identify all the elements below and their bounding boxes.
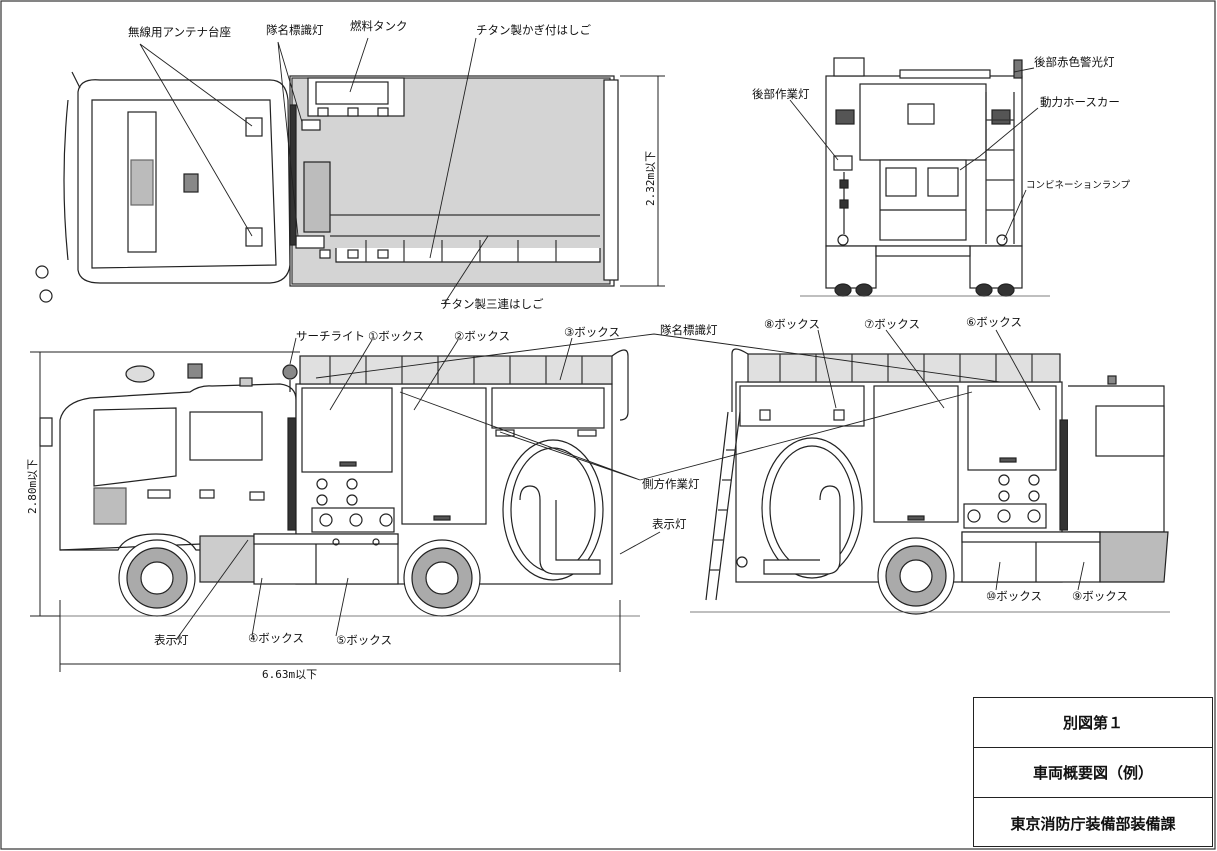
label-rear-red-light: 後部赤色警光灯 (1034, 55, 1115, 69)
dim-width: 2.32m以下 (644, 151, 657, 206)
label-indicator-light-left: 表示灯 (154, 633, 189, 647)
label-box9: ⑨ボックス (1072, 589, 1128, 603)
label-power-hose-car: 動力ホースカー (1040, 95, 1120, 109)
figure-title: 車両概要図（例） (974, 748, 1212, 798)
label-fuel-tank: 燃料タンク (350, 19, 408, 33)
label-box3: ③ボックス (564, 325, 620, 339)
label-box2: ②ボックス (454, 329, 510, 343)
label-indicator-light-right: 表示灯 (652, 517, 687, 531)
width-dimension (620, 75, 665, 287)
label-triple-ladder: チタン製三連はしご (440, 297, 544, 311)
dim-length: 6.63m以下 (262, 668, 317, 681)
label-box8: ⑧ボックス (764, 317, 820, 331)
label-rear-work-light: 後部作業灯 (752, 87, 810, 101)
label-combination-lamp: コンビネーションランプ (1026, 180, 1131, 191)
top-view (35, 71, 619, 303)
labels: 無線用アンテナ台座 隊名標識灯 燃料タンク チタン製かぎ付はしご チタン製三連は… (128, 19, 1131, 647)
label-box6: ⑥ボックス (966, 315, 1022, 329)
label-box4: ④ボックス (248, 631, 304, 645)
right-side-view (690, 348, 1170, 615)
side-dimensions (30, 351, 621, 672)
label-box5: ⑤ボックス (336, 633, 392, 647)
label-unit-name-light-top: 隊名標識灯 (266, 23, 324, 37)
label-box1: ①ボックス (368, 329, 424, 343)
left-side-view (30, 349, 640, 617)
label-side-work-light: 側方作業灯 (642, 477, 700, 491)
rear-view (800, 57, 1050, 297)
title-block: 別図第１ 車両概要図（例） 東京消防庁装備部装備課 (973, 697, 1213, 847)
dim-height: 2.80m以下 (26, 459, 39, 514)
label-hook-ladder: チタン製かぎ付はしご (476, 23, 591, 37)
label-search-light: サーチライト (296, 329, 365, 343)
department-name: 東京消防庁装備部装備課 (1010, 814, 1176, 833)
leader-lines (139, 37, 1085, 641)
label-box7: ⑦ボックス (864, 317, 920, 331)
label-unit-name-light-side: 隊名標識灯 (660, 323, 718, 337)
label-antenna-mount: 無線用アンテナ台座 (128, 25, 231, 39)
figure-number: 別図第１ (974, 698, 1212, 748)
label-box10: ⑩ボックス (986, 589, 1042, 603)
